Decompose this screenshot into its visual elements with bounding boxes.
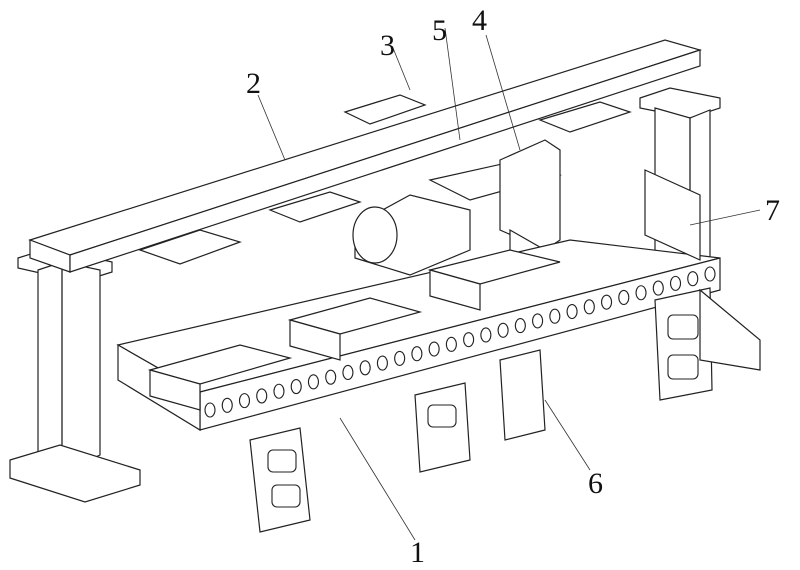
table-hole — [669, 275, 682, 291]
table-hole — [601, 294, 613, 310]
table-hole — [445, 336, 457, 352]
table-hole — [463, 332, 475, 348]
table-hole — [635, 285, 647, 301]
table-hole — [273, 383, 285, 399]
plate-stacks — [147, 249, 561, 411]
table-hole — [256, 388, 268, 404]
label-2: 2 — [246, 67, 261, 100]
mounting-plates — [138, 94, 632, 265]
table-hole — [652, 280, 664, 296]
table-hole — [687, 271, 699, 287]
table-holes — [204, 266, 716, 418]
table-hole — [290, 379, 302, 395]
motor — [352, 194, 471, 276]
top-beam — [28, 39, 703, 273]
table-hole — [204, 402, 216, 418]
table-hole — [618, 289, 630, 305]
table-hole — [480, 327, 492, 343]
leader-lines — [257, 27, 761, 541]
table-hole — [514, 318, 526, 334]
right-stand — [644, 169, 761, 371]
table-hole — [497, 322, 509, 338]
label-5: 5 — [432, 14, 447, 47]
table-hole — [238, 393, 251, 409]
label-6: 6 — [588, 467, 603, 500]
label-4: 4 — [472, 4, 487, 37]
table-hole — [325, 369, 337, 385]
table-hole — [411, 346, 423, 362]
table-hole — [342, 364, 354, 381]
table-hole — [704, 266, 716, 282]
label-7: 7 — [765, 194, 780, 227]
table-hole — [376, 355, 388, 371]
table-hole — [307, 374, 319, 390]
table-hole — [532, 313, 544, 329]
label-3: 3 — [380, 29, 395, 62]
label-1: 1 — [410, 536, 425, 569]
table-hole — [566, 303, 578, 320]
table-legs — [249, 287, 713, 533]
left-column — [9, 247, 141, 503]
table-hole — [583, 299, 595, 315]
table-hole — [549, 308, 561, 324]
table-hole — [428, 341, 440, 357]
table-hole — [359, 360, 371, 376]
table-hole — [394, 350, 406, 366]
table-hole — [221, 397, 233, 413]
